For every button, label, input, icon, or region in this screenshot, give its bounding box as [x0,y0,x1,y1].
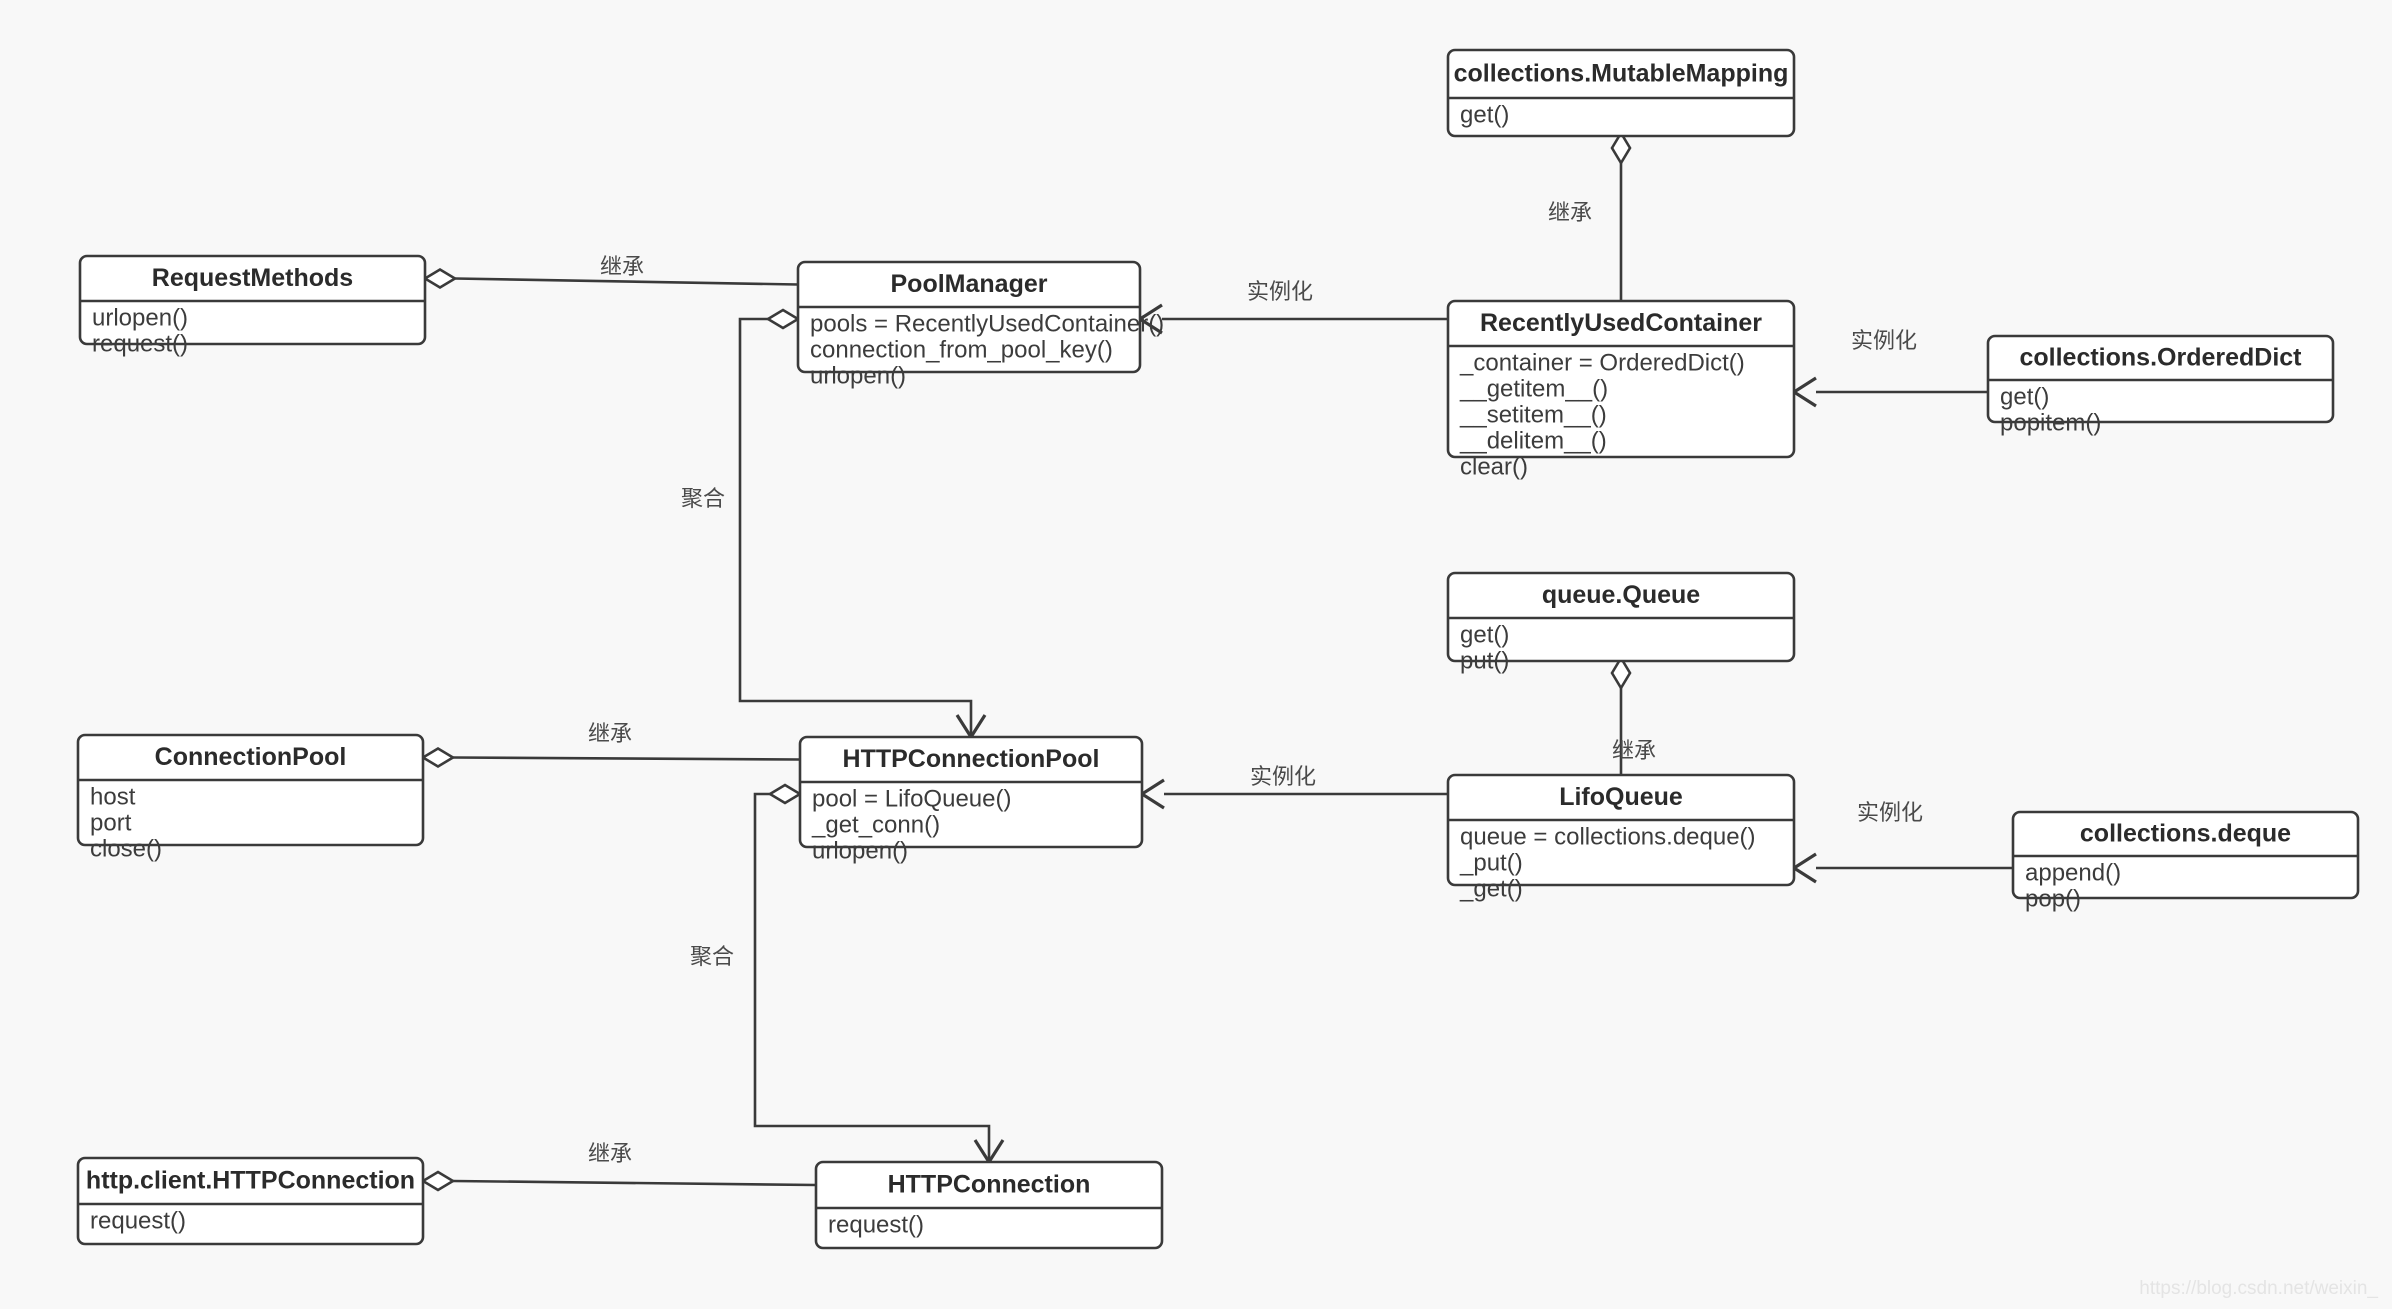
class-title: collections.deque [2080,820,2291,848]
edge-label-inheritance: 继承 [1548,200,1592,225]
class-member: get() [1460,101,1509,128]
class-member: request() [92,330,188,357]
class-title: RequestMethods [152,264,353,292]
class-box-mutable-mapping[interactable]: collections.MutableMapping get() [1446,48,1796,138]
class-member: port [90,809,132,836]
class-member: request() [90,1207,186,1234]
class-member: urlopen() [92,304,188,331]
class-member: request() [828,1211,924,1238]
edge-path [452,756,801,761]
class-boxes-layer: collections.MutableMapping get() RequestMe… [76,48,2360,1250]
class-title: collections.MutableMapping [1454,60,1789,88]
class-box-frame [1446,299,1796,459]
class-box-lifo-queue[interactable]: LifoQueue queue = collections.deque()_put… [1446,773,1796,902]
class-box-frame [1446,773,1796,887]
edge-label-aggregation: 聚合 [681,486,725,511]
class-member: __setitem__() [1459,401,1607,428]
edge-label-inheritance: 继承 [588,721,632,746]
class-member: put() [1460,647,1509,674]
edges-layer [420,130,2013,1192]
class-box-pool-manager[interactable]: PoolManager pools = RecentlyUsedContainer… [796,260,1164,389]
class-box-queue-queue[interactable]: queue.Queue get()put() [1446,571,1796,674]
edge-label-instantiation: 实例化 [1250,764,1316,789]
aggregation-diamond [1610,130,1632,166]
edge-httpclientconnection-httpconnection [420,1170,817,1192]
edge-path [454,277,799,286]
class-member: get() [2000,383,2049,410]
aggregation-diamond [422,267,458,290]
class-member: pool = LifoQueue() [812,785,1011,812]
class-box-http-connection[interactable]: HTTPConnection request() [814,1160,1164,1250]
class-box-http-client-httpconnection[interactable]: http.client.HTTPConnection request() [76,1156,425,1246]
class-box-http-connection-pool[interactable]: HTTPConnectionPool pool = LifoQueue()_get… [798,735,1144,864]
class-member: connection_from_pool_key() [810,336,1113,363]
class-box-frame [76,733,425,847]
class-title: HTTPConnectionPool [843,745,1100,773]
class-title: RecentlyUsedContainer [1480,309,1762,337]
edge-label-instantiation: 实例化 [1857,800,1923,825]
edge-label-inheritance: 继承 [1612,738,1656,763]
watermark: https://blog.csdn.net/weixin_ [2139,1278,2378,1299]
class-box-collections-deque[interactable]: collections.deque append()pop() [2011,810,2360,912]
aggregation-diamond [1610,655,1632,691]
class-member: _get() [1459,875,1523,902]
class-member: queue = collections.deque() [1460,823,1756,850]
class-member: __delitem__() [1459,427,1607,454]
class-member: urlopen() [810,362,906,389]
class-box-frame [796,260,1142,374]
edge-path [753,792,991,1162]
edge-poolmanager-httpconnectionpool [738,308,987,740]
edge-queue-lifoqueue [1610,655,1632,775]
class-member: _put() [1459,849,1523,876]
class-box-recently-used-container[interactable]: RecentlyUsedContainer _container = Ordere… [1446,299,1796,480]
class-title: http.client.HTTPConnection [86,1167,415,1195]
class-member: urlopen() [812,837,908,864]
edge-label-instantiation: 实例化 [1851,328,1917,353]
class-member: pop() [2025,885,2081,912]
class-title: PoolManager [891,270,1048,298]
class-title: LifoQueue [1559,783,1683,811]
class-member: clear() [1460,453,1528,480]
aggregation-diamond [420,746,456,769]
class-title: ConnectionPool [155,743,347,771]
class-box-frame [1446,48,1796,138]
class-member: popitem() [2000,409,2101,436]
class-member: close() [90,835,162,862]
class-member: __getitem__() [1459,375,1608,402]
class-box-request-methods[interactable]: RequestMethods urlopen()request() [78,254,427,357]
class-member: pools = RecentlyUsedContainer() [810,310,1164,337]
edge-label-inheritance: 继承 [600,254,644,279]
class-member: get() [1460,621,1509,648]
edge-path [452,1179,817,1187]
class-member: append() [2025,859,2121,886]
class-member: _get_conn() [811,811,940,838]
class-box-frame [814,1160,1164,1250]
edge-label-aggregation: 聚合 [690,944,734,969]
class-title: queue.Queue [1542,581,1700,609]
edge-requestmethods-poolmanager [422,267,799,290]
edge-label-instantiation: 实例化 [1247,279,1313,304]
class-title: collections.OrderedDict [2019,344,2302,372]
edge-connectionpool-httpconnectionpool [420,746,801,769]
class-box-frame [798,735,1144,849]
edge-path [738,317,973,737]
class-title: HTTPConnection [888,1171,1091,1199]
class-member: host [90,783,136,810]
class-box-ordered-dict[interactable]: collections.OrderedDict get()popitem() [1986,334,2335,436]
edge-mutablemapping-recentlyusedcontainer [1610,130,1632,301]
aggregation-diamond [420,1170,456,1192]
edge-label-inheritance: 继承 [588,1141,632,1166]
class-box-frame [76,1156,425,1246]
class-member: _container = OrderedDict() [1459,349,1745,376]
